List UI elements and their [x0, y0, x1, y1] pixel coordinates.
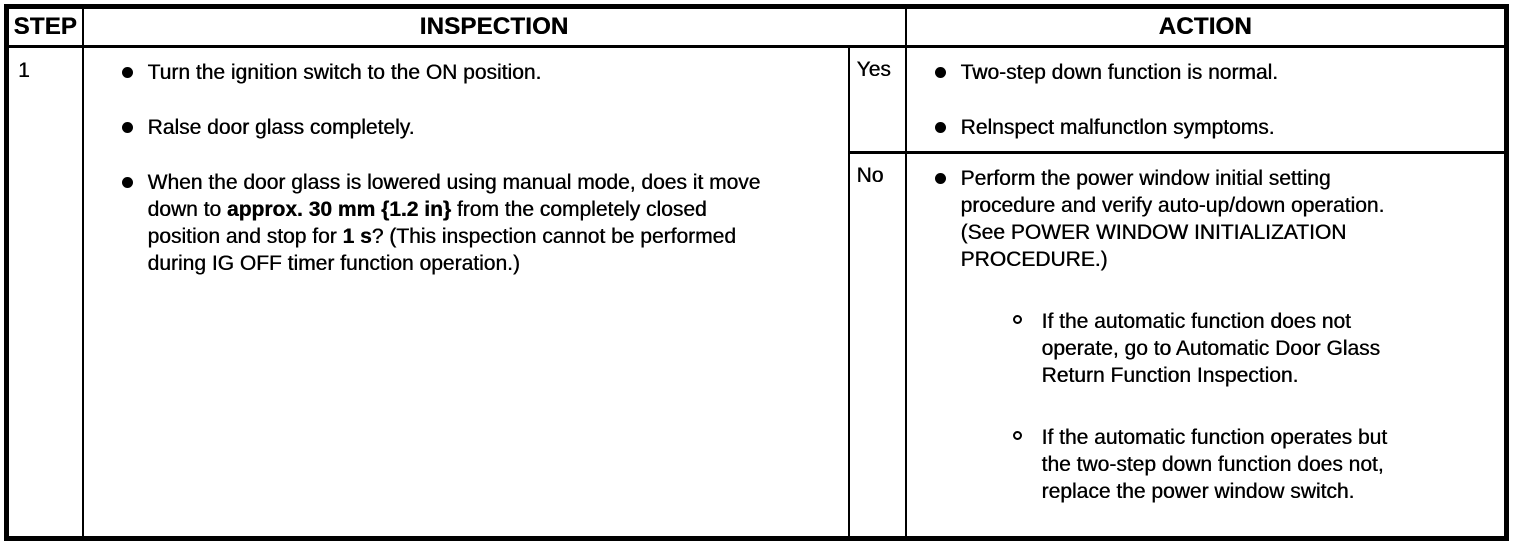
action-sub-bullet-text: If the automatic function operates but t…: [1041, 426, 1388, 503]
bullet-icon: [934, 122, 946, 133]
yes-action-bullet-list: Two-step down function is normal. Relnsp…: [933, 59, 1497, 141]
header-row: STEP INSPECTION ACTION: [5, 5, 1508, 48]
action-bullet-text: Relnspect malfunctlon symptoms.: [960, 116, 1275, 139]
inspection-bullet-list: Turn the ignition switch to the ON posit…: [120, 59, 838, 277]
no-action-bullet-list: Perform the power window initial setting…: [933, 165, 1497, 273]
action-bullet-text: Two-step down function is normal.: [960, 61, 1278, 84]
action-bullet: Relnspect malfunctlon symptoms.: [933, 114, 1405, 141]
troubleshooting-table: STEP INSPECTION ACTION 1 Turn the igniti…: [4, 4, 1509, 541]
inspection-bullet: Ralse door glass completely.: [120, 114, 780, 141]
bullet-icon: [121, 67, 133, 78]
bullet-icon: [121, 177, 133, 188]
action-sub-bullet: If the automatic function does not opera…: [1012, 308, 1404, 389]
yes-action-cell: Two-step down function is normal. Relnsp…: [904, 45, 1508, 154]
action-bullet: Two-step down function is normal.: [933, 59, 1405, 86]
inspection-bullet-text: Ralse door glass completely.: [148, 116, 415, 139]
action-sub-bullet-text: If the automatic function does not opera…: [1041, 310, 1381, 387]
column-header-action: ACTION: [904, 5, 1508, 48]
text-segment: Ralse door glass completely.: [147, 116, 415, 139]
text-segment-bold: approx. 30 mm {1.2 in}: [226, 198, 451, 221]
bullet-icon: [934, 173, 946, 184]
action-sub-bullet: If the automatic function operates but t…: [1012, 424, 1404, 505]
bullet-icon: [121, 122, 133, 133]
step-number: 1: [18, 59, 30, 82]
inspection-bullet: Turn the ignition switch to the ON posit…: [120, 59, 780, 86]
text-segment: from the completely closed position and …: [147, 198, 707, 248]
inspection-cell: Turn the ignition switch to the ON posit…: [81, 45, 850, 540]
column-header-step: STEP: [5, 5, 84, 48]
no-label-cell: No: [847, 151, 907, 540]
action-bullet: Perform the power window initial setting…: [933, 165, 1405, 273]
yes-label-cell: Yes: [847, 45, 907, 154]
no-action-cell: Perform the power window initial setting…: [904, 151, 1508, 540]
step-number-cell: 1: [5, 45, 84, 540]
yes-result-row: 1 Turn the ignition switch to the ON pos…: [5, 45, 1508, 540]
no-label: No: [856, 164, 884, 187]
inspection-bullet: When the door glass is lowered using man…: [120, 169, 780, 277]
hollow-bullet-icon: [1012, 431, 1022, 440]
no-action-sub-bullet-list: If the automatic function does not opera…: [1012, 308, 1497, 505]
bullet-icon: [934, 67, 946, 78]
inspection-bullet-text: When the door glass is lowered using man…: [148, 171, 761, 275]
inspection-bullet-text: Turn the ignition switch to the ON posit…: [148, 61, 542, 84]
text-segment-bold: 1 s: [342, 225, 372, 248]
column-header-inspection: INSPECTION: [81, 5, 907, 48]
text-segment: ? (This inspection cannot be performed d…: [147, 225, 736, 275]
text-segment: Turn the ignition switch to the ON posit…: [147, 61, 542, 84]
yes-label: Yes: [856, 58, 891, 81]
no-result-row: No Perform the power window initial sett…: [7, 151, 1508, 540]
hollow-bullet-icon: [1012, 315, 1022, 324]
text-segment: When the door glass is lowered using man…: [147, 171, 761, 221]
action-bullet-text: Perform the power window initial setting…: [960, 167, 1385, 271]
